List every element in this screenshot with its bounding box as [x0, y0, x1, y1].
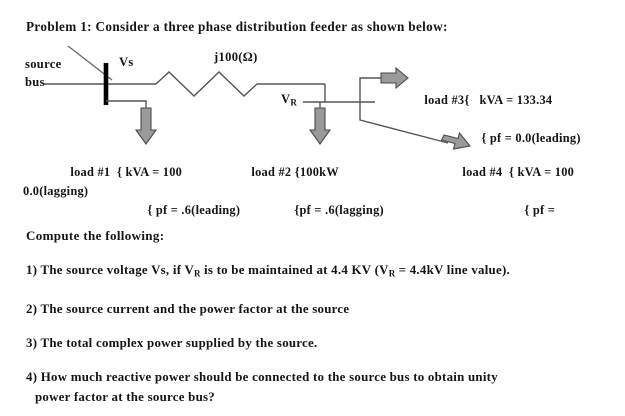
load2-arrow	[308, 107, 332, 145]
load-2-line-1: load #2 {100kW	[251, 165, 339, 179]
question-1-part-a: The source voltage Vs, if V	[37, 263, 195, 277]
series-impedance-zigzag	[155, 71, 258, 97]
question-3-number: 3)	[26, 336, 38, 350]
impedance-label: j100(Ω)	[214, 50, 258, 64]
load3-arrow	[380, 66, 409, 90]
load-4-pf-overflow: 0.0(lagging)	[23, 184, 89, 198]
circuit-diagram: source bus Vs j100(Ω) VR	[0, 44, 625, 194]
circuit-schematic-svg	[44, 45, 472, 150]
question-3: 3) The total complex power supplied by t…	[26, 334, 621, 354]
load-3-line-1: load #3{ kVA = 133.34	[424, 93, 553, 107]
source-label: source	[25, 57, 62, 71]
load-1-line-1: load #1 { kVA = 100	[70, 165, 183, 179]
load4-arrow	[440, 131, 472, 150]
load1-arrow	[134, 107, 158, 145]
question-2-text: The source current and the power factor …	[37, 302, 350, 316]
load3-tap-wire	[359, 77, 381, 102]
page-title: Problem 1: Consider a three phase distri…	[26, 19, 448, 34]
question-1-sub-b: R	[388, 268, 396, 279]
question-3-text: The total complex power supplied by the …	[37, 336, 318, 350]
load4-tap-wire	[359, 102, 449, 144]
question-1-number: 1)	[26, 263, 38, 277]
question-1-part-c: = 4.4kV line value).	[395, 263, 510, 277]
question-4: 4) How much reactive power should be con…	[26, 368, 621, 407]
load-1-line-2: { pf = .6(leading)	[147, 203, 241, 217]
question-2: 2) The source current and the power fact…	[26, 300, 621, 320]
vr-label-subscript: R	[290, 97, 297, 108]
load-1-annotation: load #1 { kVA = 100 { pf = .6(leading)	[57, 144, 240, 239]
vr-label-text: V	[281, 92, 291, 106]
vr-label: VR	[281, 92, 297, 107]
load-4-line-1: load #4 { kVA = 100	[462, 165, 575, 179]
bus-label: bus	[25, 75, 45, 89]
load-2-annotation: load #2 {100kW {pf = .6(lagging)	[238, 144, 384, 239]
load-3-line-2: { pf = 0.0(leading)	[481, 131, 581, 145]
vs-label: Vs	[119, 55, 134, 69]
compute-heading: Compute the following:	[26, 228, 165, 243]
load-4-annotation: load #4 { kVA = 100 { pf =	[449, 144, 574, 239]
question-4-continuation: power factor at the source bus?	[35, 389, 215, 404]
load-3-annotation: load #3{ kVA = 133.34 { pf = 0.0(leading…	[411, 72, 581, 167]
question-1-part-b: is to be maintained at 4.4 KV (V	[200, 263, 389, 277]
question-1-sub-a: R	[194, 268, 201, 279]
load-2-line-2: {pf = .6(lagging)	[294, 203, 384, 217]
question-1: 1) The source voltage Vs, if VR is to be…	[26, 261, 621, 284]
question-4-number: 4)	[26, 370, 38, 384]
question-4-text: How much reactive power should be connec…	[37, 370, 498, 384]
question-2-number: 2)	[26, 302, 38, 316]
load1-tap-wire	[106, 100, 147, 110]
load-4-line-2: { pf =	[524, 203, 556, 217]
